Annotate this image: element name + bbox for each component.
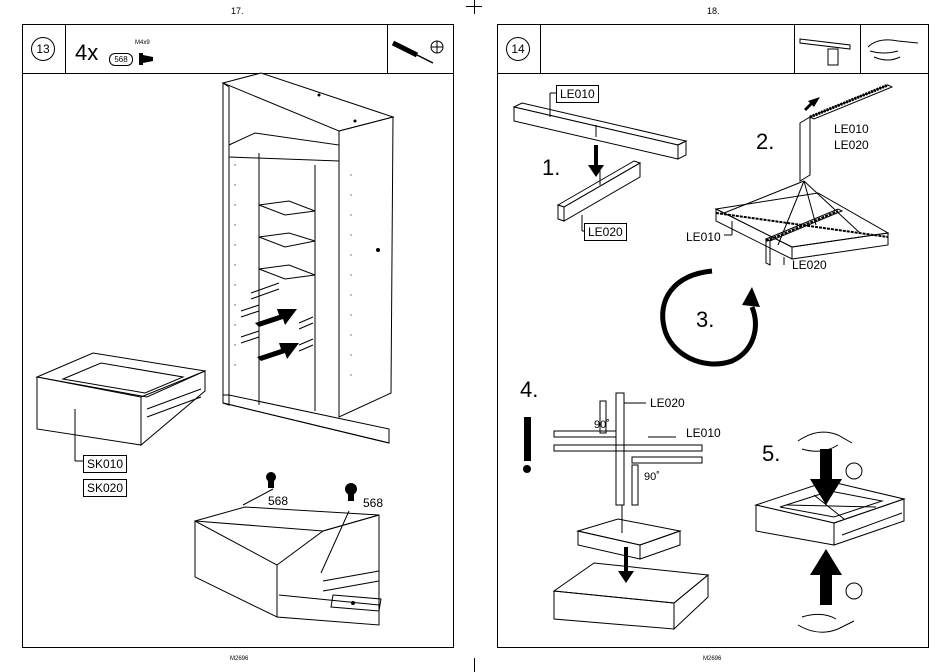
right-page: 14 1. 2. 3. 4. 5. LE010 LE02 (497, 24, 929, 648)
screw-label-right: 568 (363, 495, 383, 511)
screw-label-left: 568 (268, 493, 288, 509)
bottom-cut-mark (474, 658, 475, 672)
drawer-screw-detail (23, 25, 455, 649)
substep-5-illustration (498, 25, 930, 649)
top-cut-mark (474, 0, 475, 14)
right-page-number: 18. (707, 6, 720, 16)
left-footer-code: M2696 (230, 656, 248, 662)
top-cut-mark-h (466, 6, 482, 7)
left-page: 13 4x 568 M4x9 (22, 24, 454, 648)
right-footer-code: M2696 (703, 656, 721, 662)
left-page-number: 17. (231, 6, 244, 16)
